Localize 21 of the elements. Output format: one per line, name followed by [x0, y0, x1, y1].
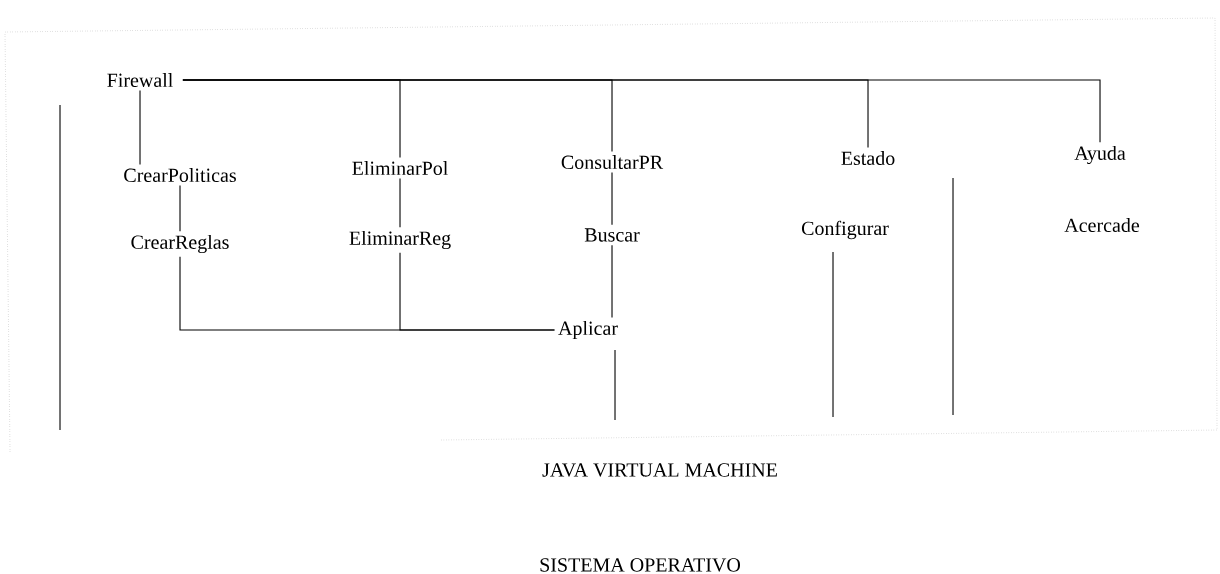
menu-item-label: CrearReglas: [131, 234, 229, 254]
menu-item-label: ConsultarPR: [561, 154, 664, 170]
connector-line: [139, 90, 141, 165]
menu-item-label: Aplicar: [558, 320, 618, 340]
menu-item-label: EliminarReg: [349, 230, 451, 250]
layer-label: JAVA VIRTUAL MACHINE: [542, 463, 777, 477]
menu-item-label: Ayuda: [1074, 145, 1126, 165]
connector-line: [182, 79, 1101, 143]
menu-item-label: Firewall: [107, 72, 173, 88]
menu-item-label: EliminarPol: [352, 160, 448, 176]
connector-line: [611, 172, 613, 226]
menu-item-label: CrearPoliticas: [124, 167, 236, 183]
menu-item-label: Buscar: [584, 228, 640, 242]
connector-line: [399, 252, 555, 331]
menu-item-label: Configurar: [801, 220, 889, 240]
connector-line: [611, 244, 613, 318]
connector-line: [179, 185, 181, 232]
connector-line: [399, 178, 401, 228]
menu-item-label: Acercade: [1064, 217, 1140, 233]
layer-label: SISTEMA OPERATIVO: [540, 558, 740, 572]
menu-item-label: Estado: [841, 150, 895, 166]
